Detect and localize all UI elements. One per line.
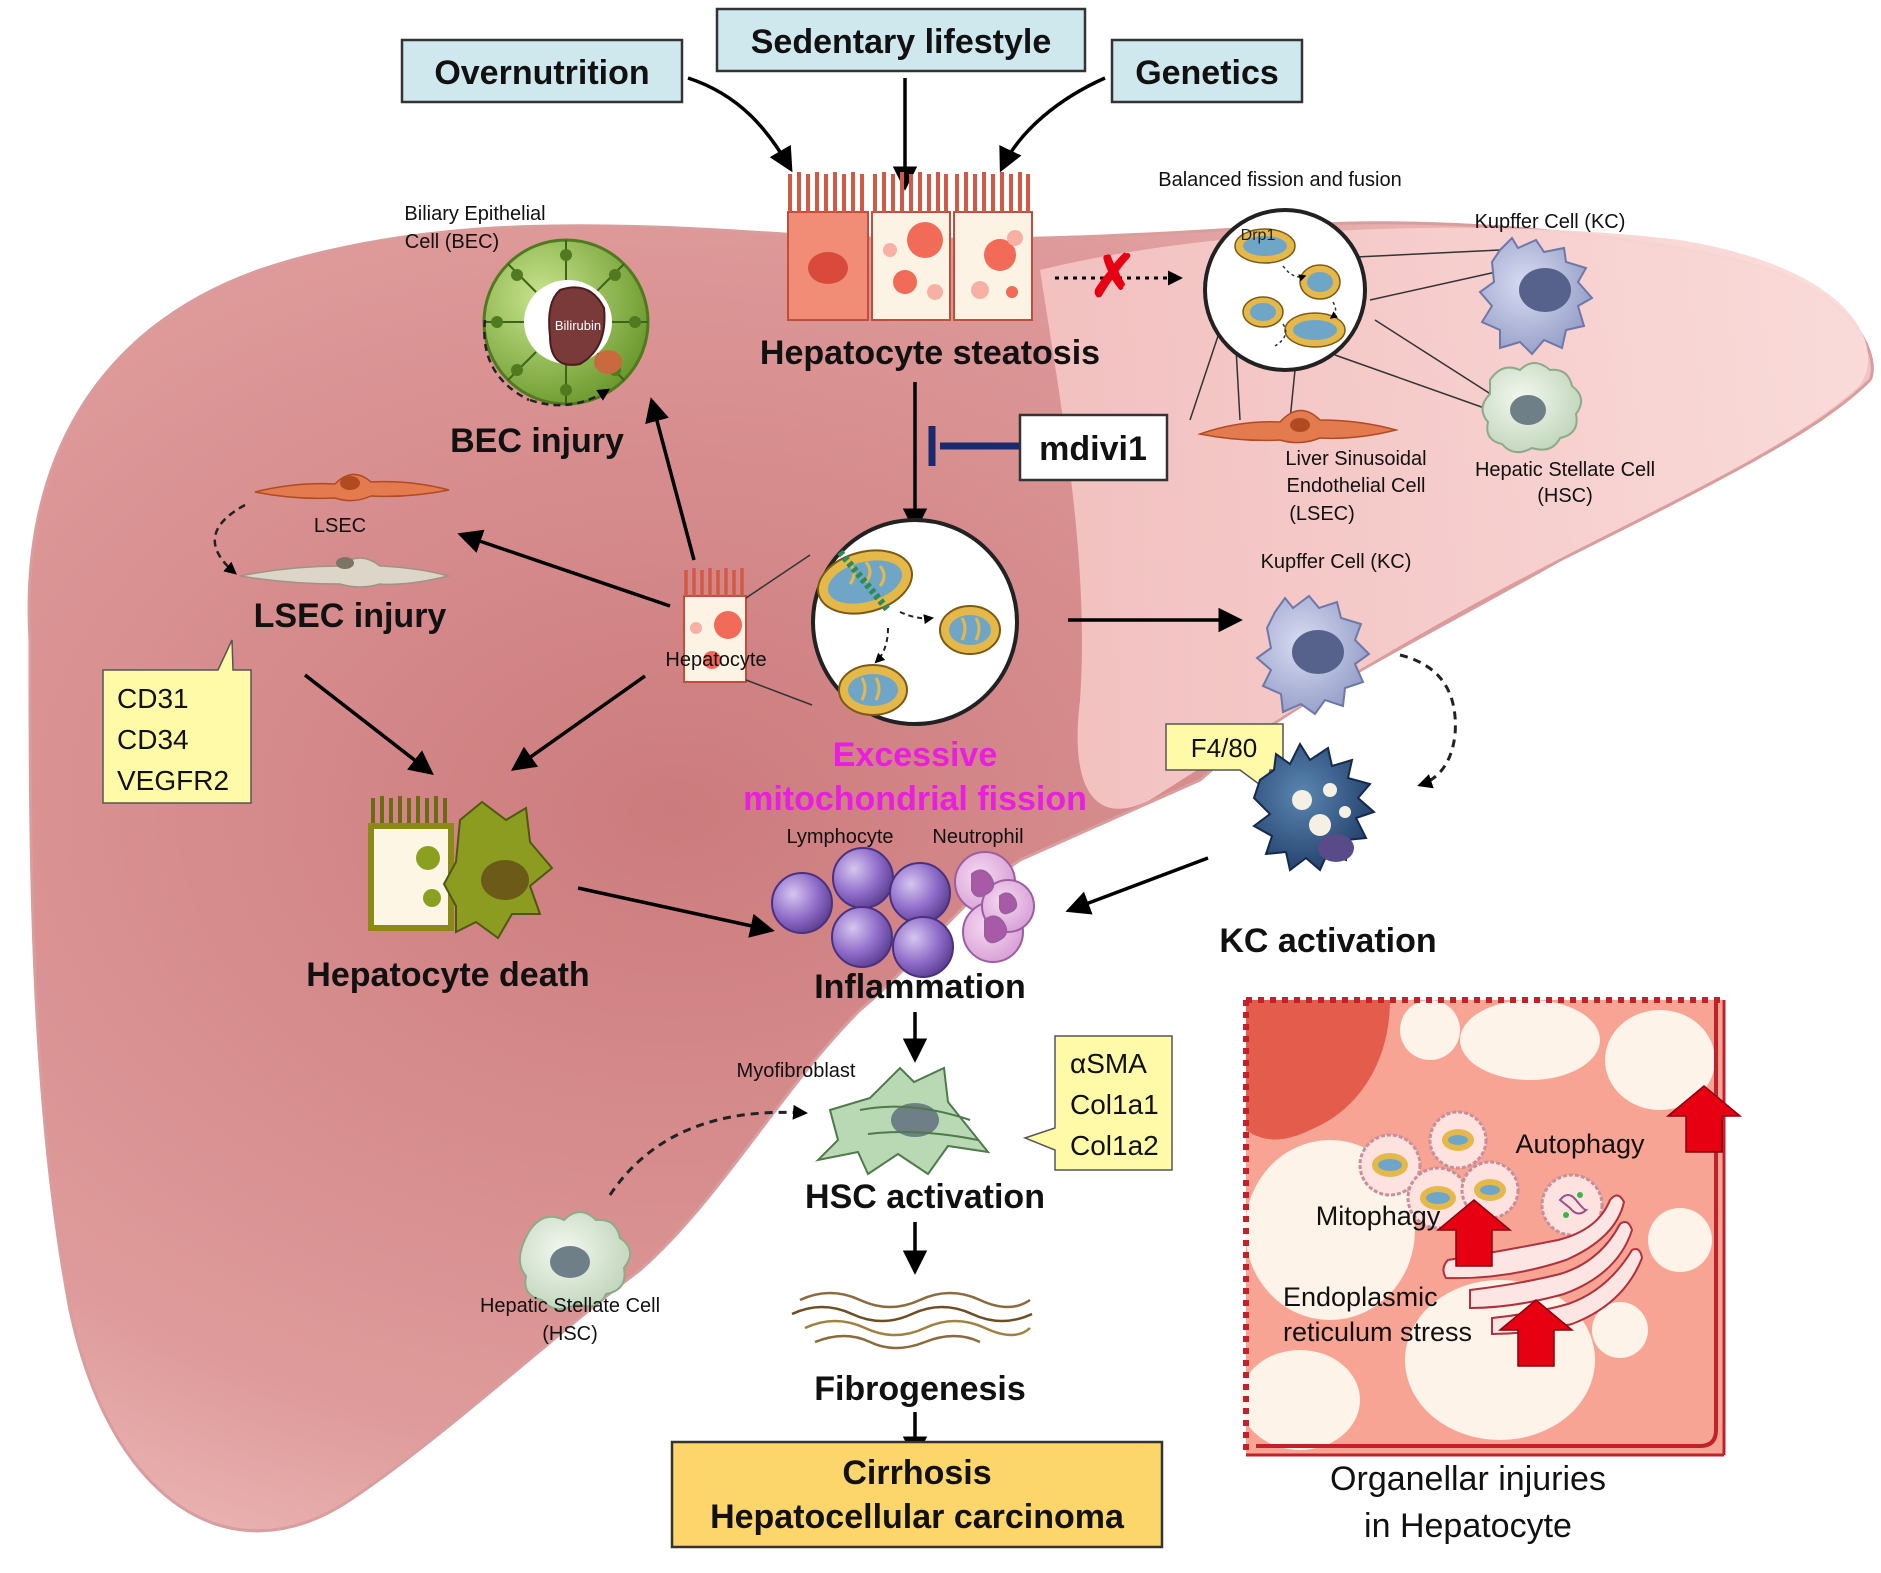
neutrophil-cluster bbox=[954, 851, 1035, 963]
mdivi1-label: mdivi1 bbox=[1039, 430, 1147, 468]
hsc-activation-label: HSC activation bbox=[805, 1178, 1045, 1216]
hepatocyte-fatty bbox=[953, 172, 1033, 321]
lsec-caption-top-3: (LSEC) bbox=[1289, 503, 1355, 525]
engulfed-mitochondria bbox=[1372, 1129, 1589, 1218]
lymphocyte-label: Lymphocyte bbox=[786, 826, 893, 848]
myofibroblast-label: Myofibroblast bbox=[737, 1060, 856, 1082]
lsec-injury-label: LSEC injury bbox=[254, 597, 447, 635]
organelle-inset: Autophagy Mitophagy Endoplasmic reticulu… bbox=[1240, 997, 1743, 1457]
hepatocyte-death-label: Hepatocyte death bbox=[306, 956, 589, 994]
mitophagy-label: Mitophagy bbox=[1316, 1201, 1441, 1231]
arrow-genetics bbox=[999, 76, 1106, 173]
cause-sedentary-lifestyle: Sedentary lifestyle bbox=[715, 7, 1087, 73]
hsc-caption-top-2: (HSC) bbox=[1537, 485, 1593, 507]
outcome-line-1: Cirrhosis bbox=[842, 1454, 991, 1492]
fission-label-1: Excessive bbox=[833, 736, 998, 774]
fibrogenesis-label: Fibrogenesis bbox=[814, 1370, 1026, 1408]
bilirubin-label: Bilirubin bbox=[555, 318, 601, 333]
hsc-marker: αSMA bbox=[1070, 1048, 1147, 1079]
neutrophil-label: Neutrophil bbox=[932, 826, 1023, 848]
hepatocyte-steatosis-label: Hepatocyte steatosis bbox=[760, 334, 1100, 372]
er-stress-up-arrow-icon bbox=[1497, 1299, 1575, 1367]
cause-label: Sedentary lifestyle bbox=[751, 23, 1051, 61]
up-arrow-icon bbox=[1435, 1085, 1743, 1367]
myofibroblast-cell bbox=[814, 1066, 991, 1176]
lsec-caption-top-1: Liver Sinusoidal bbox=[1285, 448, 1426, 470]
collagen-fibers-icon bbox=[791, 1291, 1033, 1350]
er-stress-label-1: Endoplasmic bbox=[1283, 1282, 1438, 1312]
drp1-label: Drp1 bbox=[1241, 227, 1276, 244]
central-hepatocyte bbox=[683, 568, 747, 683]
er-stress-label-2: reticulum stress bbox=[1283, 1317, 1472, 1347]
lsec-top bbox=[1197, 409, 1399, 444]
lsec-marker-note: CD31 CD34 VEGFR2 bbox=[102, 639, 252, 804]
lsec-marker: VEGFR2 bbox=[117, 765, 229, 796]
lsec-caption: LSEC bbox=[314, 515, 366, 537]
kc-marker: F4/80 bbox=[1191, 733, 1258, 763]
cause-box bbox=[715, 7, 1087, 73]
lsec-damage-arrow bbox=[213, 503, 246, 575]
hepatocyte-normal bbox=[787, 172, 869, 321]
hepatocyte-fatty bbox=[871, 172, 951, 321]
liver-silhouette bbox=[27, 221, 1874, 1533]
balanced-caption: Balanced fission and fusion bbox=[1158, 169, 1402, 191]
mdivi1-box bbox=[1018, 413, 1169, 482]
bec-ring bbox=[482, 238, 650, 407]
arrow-to-death-2 bbox=[303, 673, 434, 776]
outcome-box bbox=[670, 1440, 1164, 1549]
hsc-activation-dashed-arrow bbox=[608, 1104, 808, 1196]
kupffer-cell-resting bbox=[1255, 594, 1371, 716]
inflammation-label: Inflammation bbox=[814, 968, 1026, 1006]
kupffer-cell-top bbox=[1478, 236, 1594, 356]
cause-box bbox=[400, 38, 684, 104]
cause-label: Overnutrition bbox=[434, 54, 649, 92]
lsec-marker: CD31 bbox=[117, 683, 189, 714]
cause-genetics: Genetics bbox=[1110, 38, 1304, 104]
autophagy-up-arrow-icon bbox=[1665, 1085, 1743, 1153]
hsc-marker: Col1a1 bbox=[1070, 1089, 1159, 1120]
organelle-title-2: in Hepatocyte bbox=[1364, 1507, 1572, 1545]
mitophagy-up-arrow-icon bbox=[1435, 1199, 1513, 1267]
hsc-marker: Col1a2 bbox=[1070, 1130, 1159, 1161]
fission-label-2: mitochondrial fission bbox=[743, 780, 1087, 818]
arrow-to-death-1 bbox=[511, 674, 647, 771]
cause-overnutrition: Overnutrition bbox=[400, 38, 684, 104]
bec-caption-2: Cell (BEC) bbox=[405, 231, 499, 253]
lsec-normal bbox=[254, 473, 450, 502]
cause-box bbox=[1110, 38, 1304, 104]
arrow-to-lsec bbox=[457, 529, 671, 608]
lymphocyte-cluster bbox=[771, 847, 954, 978]
arrow-kc-to-inflammation bbox=[1065, 856, 1209, 915]
kc-activation-dashed-arrow bbox=[1399, 653, 1457, 789]
fragmented-mitochondria bbox=[816, 549, 1001, 716]
balanced-mitochondria bbox=[1234, 228, 1346, 348]
kc-caption-top: Kupffer Cell (KC) bbox=[1475, 211, 1626, 233]
lsec-damaged bbox=[239, 557, 451, 588]
hepatocyte-label: Hepatocyte bbox=[665, 649, 766, 671]
bec-injury-label: BEC injury bbox=[450, 422, 624, 460]
kc-caption: Kupffer Cell (KC) bbox=[1261, 551, 1412, 573]
hsc-caption-2: (HSC) bbox=[542, 1323, 598, 1345]
hsc-marker-note: αSMA Col1a1 Col1a2 bbox=[1022, 1035, 1173, 1171]
outcome-line-2: Hepatocellular carcinoma bbox=[710, 1498, 1125, 1536]
hsc-top bbox=[1481, 362, 1583, 454]
organelle-title-1: Organellar injuries bbox=[1330, 1460, 1606, 1498]
hsc-caption-top-1: Hepatic Stellate Cell bbox=[1475, 459, 1655, 481]
lsec-marker: CD34 bbox=[117, 724, 189, 755]
bec-caption-1: Biliary Epithelial bbox=[404, 203, 545, 225]
autophagy-label: Autophagy bbox=[1515, 1129, 1645, 1159]
kc-activation-label: KC activation bbox=[1219, 922, 1436, 960]
kupffer-cell-activated bbox=[1252, 741, 1376, 872]
dying-hepatocytes bbox=[368, 796, 554, 940]
hsc-caption-1: Hepatic Stellate Cell bbox=[480, 1295, 660, 1317]
quiescent-hsc bbox=[519, 1211, 631, 1311]
arrow-overnutrition bbox=[687, 76, 793, 173]
cause-label: Genetics bbox=[1135, 54, 1279, 92]
steatotic-hepatocytes bbox=[787, 172, 1033, 321]
lsec-caption-top-2: Endothelial Cell bbox=[1287, 475, 1426, 497]
block-cross-icon: ✗ bbox=[1089, 244, 1138, 309]
arrow-to-bec bbox=[645, 397, 696, 561]
arrow-death-to-inflammation bbox=[577, 886, 775, 938]
